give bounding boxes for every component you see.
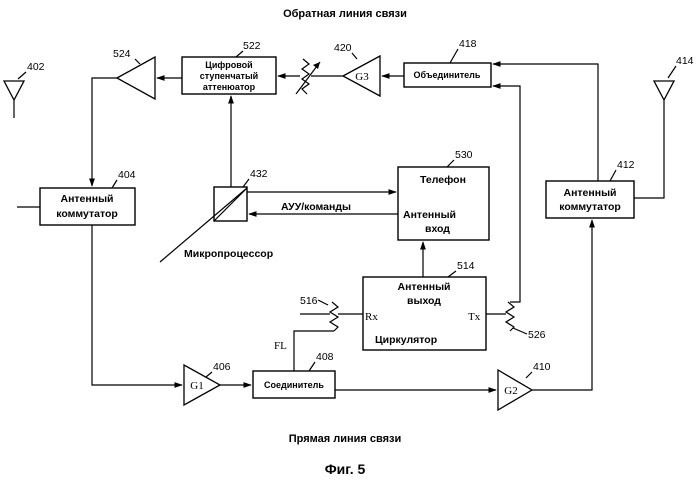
antenna-switch-right: Антенный коммутатор 412 (546, 159, 635, 218)
title-forward-link: Прямая линия связи (289, 433, 402, 445)
ref-414: 414 (676, 55, 694, 67)
circulator-label: Циркулятор (375, 334, 437, 346)
ref-404: 404 (118, 169, 136, 181)
microprocessor: 432 Микропроцессор АУУ/команды (160, 168, 351, 262)
ref-530: 530 (455, 149, 473, 161)
digital-step-attenuator: Цифровой ступенчатый аттенюатор 522 (182, 40, 276, 94)
phone: Телефон Антенный вход 530 (398, 149, 489, 240)
g3-label: G3 (355, 71, 369, 83)
circulator-output-label-1: Антенный (397, 281, 450, 293)
ref-410: 410 (533, 361, 551, 373)
combiner-label: Объединитель (414, 70, 481, 80)
phone-label: Телефон (420, 174, 466, 186)
amplifier-g2: G2 410 (498, 361, 551, 410)
g2-label: G2 (504, 385, 517, 397)
ref-420: 420 (334, 42, 352, 54)
wiring (17, 64, 664, 390)
ref-522: 522 (243, 40, 261, 52)
attenuator-label-2: ступенчатый (200, 71, 258, 81)
antenna-switch-right-label-1: Антенный (563, 187, 616, 199)
antenna-switch-left-label-1: Антенный (60, 193, 113, 205)
amplifier-g1: G1 406 (184, 361, 231, 405)
bus-label: АУУ/команды (281, 201, 351, 213)
antenna-switch-left: Антенный коммутатор 404 (40, 169, 136, 225)
phone-input-label-2: вход (425, 223, 450, 235)
ref-516: 516 (300, 295, 318, 307)
fl-label: FL (274, 340, 287, 352)
microprocessor-label: Микропроцессор (184, 248, 273, 260)
circulator-output-label-2: выход (407, 295, 441, 307)
circulator-tx: Tx (468, 311, 481, 323)
g1-label: G1 (190, 380, 203, 392)
antenna-switch-left-label-2: коммутатор (56, 208, 118, 220)
connector-label: Соединитель (264, 380, 324, 390)
figure-caption: Фиг. 5 (325, 461, 366, 477)
antenna-left: 402 (4, 61, 45, 118)
circulator-rx: Rx (365, 311, 378, 323)
ref-432: 432 (250, 168, 268, 180)
ref-526: 526 (528, 329, 546, 341)
resistor-526: 526 (506, 302, 546, 341)
attenuator-label-1: Цифровой (205, 60, 252, 70)
amplifier-524: 524 (113, 48, 155, 99)
ref-402: 402 (27, 61, 45, 73)
combiner: Объединитель 418 (404, 38, 491, 87)
ref-406: 406 (213, 361, 231, 373)
ref-514: 514 (457, 260, 475, 272)
ref-418: 418 (459, 38, 477, 50)
ref-412: 412 (617, 159, 635, 171)
amplifier-g3: G3 420 (334, 42, 380, 96)
antenna-right: 414 (654, 55, 694, 118)
attenuator-label-3: аттенюатор (203, 82, 256, 92)
ref-408: 408 (316, 351, 334, 363)
ref-524: 524 (113, 48, 131, 60)
resistor-516: 516 (300, 295, 338, 331)
phone-input-label-1: Антенный (403, 209, 456, 221)
title-reverse-link: Обратная линия связи (283, 8, 407, 20)
circulator: Антенный выход Rx Tx Циркулятор 514 (363, 260, 486, 350)
antenna-switch-right-label-2: коммутатор (559, 201, 621, 213)
